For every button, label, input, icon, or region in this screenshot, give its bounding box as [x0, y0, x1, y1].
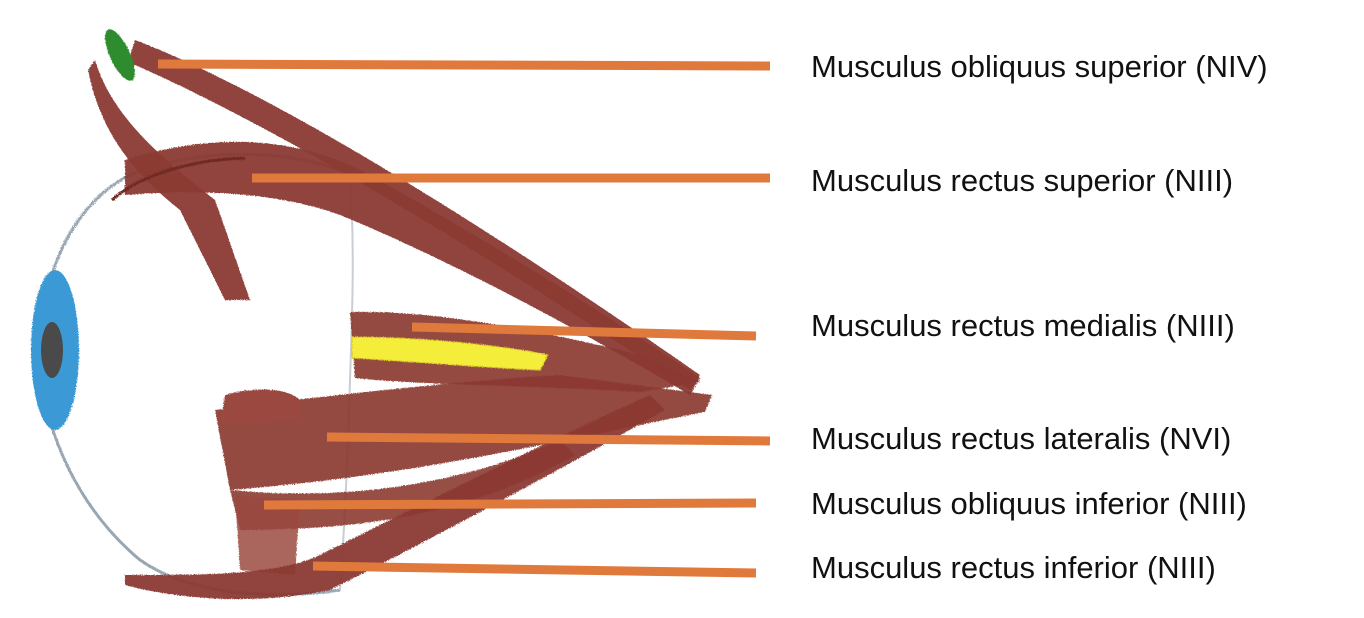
lateral-rectus-fibers: [220, 389, 300, 425]
obliquus-inferior-front: [235, 495, 300, 575]
rectus-superior-edge: [111, 156, 246, 202]
label-obliquus-superior: Musculus obliquus superior (NIV): [811, 49, 1268, 84]
leader-lines: [157, 59, 771, 578]
leader-line-obliquus-superior: [157, 59, 771, 71]
trochlea: [105, 29, 135, 81]
optic-nerve: [351, 336, 549, 371]
leader-line-rectus-inferior: [312, 561, 757, 578]
leader-line-rectus-lateralis: [326, 432, 771, 446]
rectus-lateralis-muscle: [215, 375, 712, 490]
leader-line-obliquus-inferior: [263, 498, 757, 510]
pupil: [41, 322, 63, 378]
label-rectus-inferior: Musculus rectus inferior (NIII): [811, 550, 1216, 585]
label-rectus-superior: Musculus rectus superior (NIII): [811, 163, 1234, 198]
label-obliquus-inferior: Musculus obliquus inferior (NIII): [811, 486, 1247, 521]
label-rectus-lateralis: Musculus rectus lateralis (NVI): [811, 421, 1232, 456]
leader-line-rectus-medialis: [411, 322, 757, 341]
rectus-inferior-muscle: [125, 395, 665, 600]
label-rectus-medialis: Musculus rectus medialis (NIII): [811, 308, 1235, 343]
